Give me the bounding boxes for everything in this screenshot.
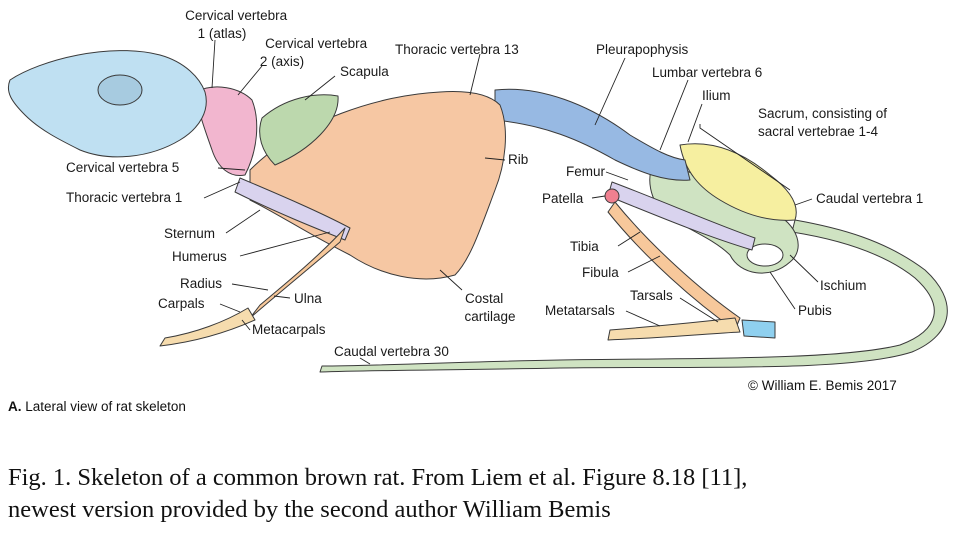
label-metatarsals: Metatarsals [545, 303, 615, 318]
label-thoracic-vertebra-1: Thoracic vertebra 1 [66, 190, 182, 205]
orbit [97, 74, 143, 106]
label-cervical-vertebra-5: Cervical vertebra 5 [66, 160, 179, 175]
calcaneus [741, 319, 776, 339]
cervical-vertebrae [195, 86, 258, 177]
label-fibula: Fibula [582, 265, 619, 280]
label-costal-cartilage: Costal cartilage [464, 291, 515, 324]
patella-shape [604, 188, 620, 204]
skull [7, 50, 207, 158]
sacrum [679, 143, 797, 221]
panel-label: A. Lateral view of rat skeleton [8, 399, 186, 414]
tail [319, 219, 948, 373]
label-cervical-vertebra-2: Cervical vertebra 2 (axis) [260, 36, 371, 69]
copyright-credit: © William E. Bemis 2017 [748, 378, 897, 393]
femur [607, 181, 756, 251]
label-rib: Rib [508, 152, 528, 167]
label-caudal-vertebra-1: Caudal vertebra 1 [816, 191, 923, 206]
panel-title: Lateral view of rat skeleton [25, 399, 186, 414]
label-scapula: Scapula [340, 64, 389, 79]
caption-line-2: newest version provided by the second au… [8, 496, 611, 523]
humerus [234, 177, 351, 241]
label-metacarpals: Metacarpals [252, 322, 326, 337]
scapula [259, 94, 339, 166]
label-ulna: Ulna [294, 291, 322, 306]
figure-caption: Fig. 1. Skeleton of a common brown rat. … [8, 462, 966, 526]
label-lumbar-vertebra-6: Lumbar vertebra 6 [652, 65, 762, 80]
label-pubis: Pubis [798, 303, 832, 318]
pes [607, 317, 741, 341]
label-thoracic-vertebra-13: Thoracic vertebra 13 [395, 42, 519, 57]
label-femur: Femur [566, 164, 606, 179]
label-humerus: Humerus [172, 249, 227, 264]
label-patella: Patella [542, 191, 584, 206]
label-ilium: Ilium [702, 88, 731, 103]
thoracic-lumbar-column [494, 88, 691, 181]
panel-letter: A. [8, 399, 22, 414]
label-pleurapophysis: Pleurapophysis [596, 42, 689, 57]
label-ischium: Ischium [820, 278, 867, 293]
label-tarsals: Tarsals [630, 288, 673, 303]
caption-line-1: Fig. 1. Skeleton of a common brown rat. … [8, 464, 748, 491]
label-caudal-vertebra-30: Caudal vertebra 30 [334, 344, 449, 359]
label-cervical-vertebra-1: Cervical vertebra 1 (atlas) [185, 8, 291, 41]
label-sternum: Sternum [164, 226, 215, 241]
manus [159, 307, 256, 347]
leader-lines [203, 39, 819, 365]
label-carpals: Carpals [158, 296, 205, 311]
obturator-foramen [746, 243, 784, 267]
rat-skeleton-diagram: Cervical vertebra 1 (atlas) Cervical ver… [7, 8, 948, 373]
label-tibia: Tibia [570, 239, 599, 254]
label-sacrum: Sacrum, consisting of sacral vertebrae 1… [758, 106, 891, 139]
label-radius: Radius [180, 276, 222, 291]
